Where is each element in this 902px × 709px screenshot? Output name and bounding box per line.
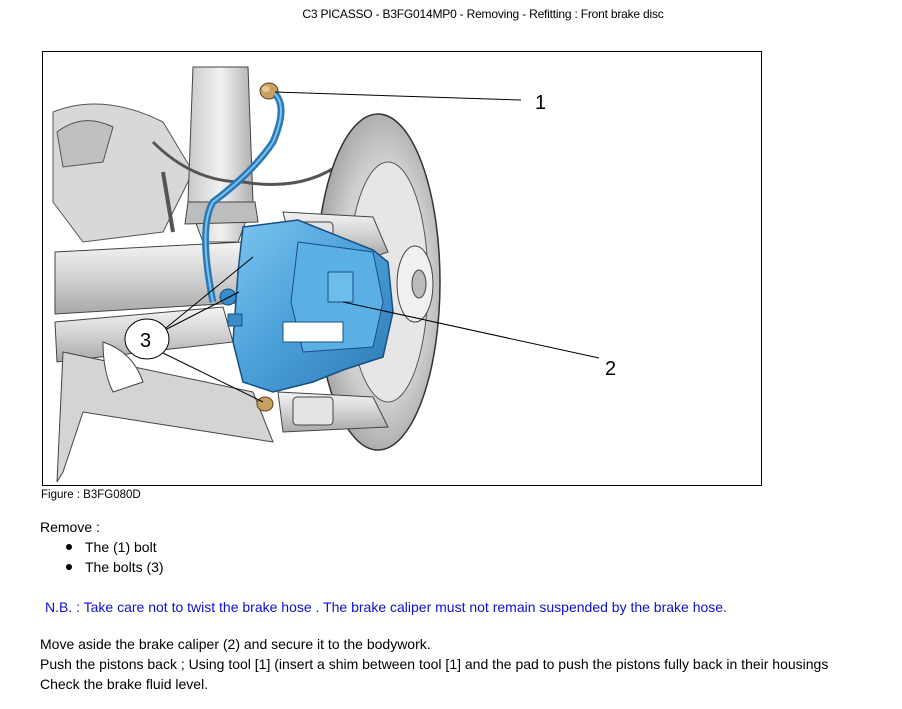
page-header: C3 PICASSO - B3FG014MP0 - Removing - Ref…: [302, 7, 664, 21]
callout-2: 2: [605, 358, 616, 380]
step-text: Push the pistons back ; Using tool [1] (…: [40, 656, 829, 672]
list-item: The (1) bolt: [62, 539, 164, 559]
step-text: Move aside the brake caliper (2) and sec…: [40, 636, 431, 652]
brake-assembly-drawing: 1 2 3: [43, 52, 761, 485]
procedure-steps: Move aside the brake caliper (2) and sec…: [40, 636, 828, 696]
remove-list: The (1) bolt The bolts (3): [62, 539, 164, 579]
list-item: The bolts (3): [62, 559, 164, 579]
remove-heading: Remove :: [40, 519, 100, 535]
callout-3: 3: [140, 330, 151, 352]
step-text: Check the brake fluid level.: [40, 676, 209, 692]
figure-caption: Figure : B3FG080D: [41, 489, 141, 501]
nb-warning: N.B. : Take care not to twist the brake …: [45, 599, 727, 615]
figure-illustration: 1 2 3: [42, 51, 762, 486]
callout-1: 1: [535, 92, 546, 114]
